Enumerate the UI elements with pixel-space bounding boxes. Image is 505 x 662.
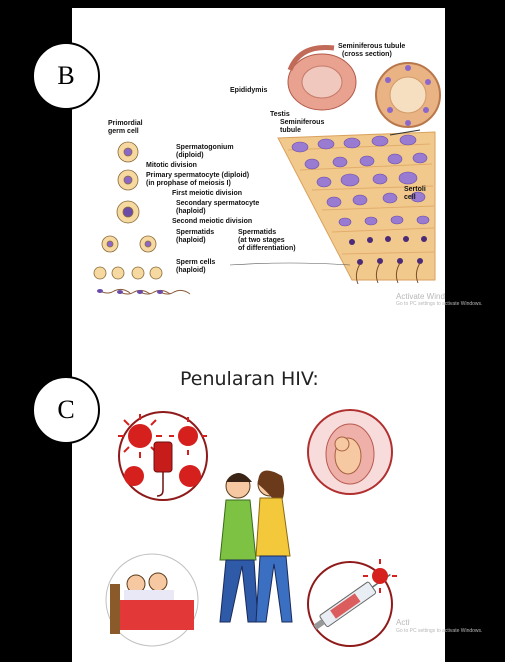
label-spermatids: Spermatids — [176, 229, 214, 237]
label-seminiferous-tubule-2: tubule — [280, 127, 301, 135]
label-sertoli-cell: cell — [404, 194, 416, 202]
hiv-transmission-title: Penularan HIV: — [180, 368, 319, 390]
label-b-text: B — [57, 61, 74, 91]
label-spermatids-stages-2: (at two stages — [238, 237, 285, 245]
primordial-germ-cell — [102, 142, 156, 252]
sperm-cells-row — [100, 289, 190, 294]
couple-illustration — [220, 471, 292, 622]
label-spermatids-stages: Spermatids — [238, 229, 276, 237]
label-first-meiotic-division: First meiotic division — [172, 190, 242, 198]
tubule-wall — [278, 132, 435, 280]
label-sperm-cells: Sperm cells — [176, 259, 215, 267]
label-spermatogonium-diploid: (diploid) — [176, 152, 204, 160]
label-circle-b: B — [32, 42, 100, 110]
label-primordial: Primordial — [108, 120, 143, 128]
label-second-meiotic-division: Second meiotic division — [172, 218, 252, 226]
label-testis: Testis — [270, 111, 290, 119]
spermatid-row — [94, 267, 162, 279]
label-seminiferous-tubule-cross: Seminiferous tubule — [338, 43, 405, 51]
label-spermatids-stages-3: of differentiation) — [238, 245, 296, 253]
label-germ-cell: germ cell — [108, 128, 139, 136]
hiv-illustration — [100, 404, 410, 654]
label-secondary-spermatocyte: Secondary spermatocyte — [176, 200, 259, 208]
label-spermatids-haploid: (haploid) — [176, 237, 206, 245]
right-black-border — [445, 0, 505, 662]
label-epididymis: Epididymis — [230, 87, 267, 95]
label-c-text: C — [57, 395, 74, 425]
activate-windows-subtext-b: Go to PC settings to activate Windows. — [396, 301, 482, 307]
hiv-transmission-figure: Activate Windows — [100, 404, 410, 654]
label-seminiferous-tubule: Seminiferous — [280, 119, 324, 127]
spermatogenesis-figure: Seminiferous tubule (cross section) Epid… — [90, 40, 445, 302]
activate-windows-watermark-b: Activate Windows — [396, 292, 445, 301]
spermatogenesis-illustration — [90, 40, 445, 302]
activate-windows-watermark-c: Activate Windows — [396, 618, 410, 627]
label-cross-section: (cross section) — [342, 51, 392, 59]
label-secondary-spermatocyte-2: (haploid) — [176, 208, 206, 216]
label-mitotic-division: Mitotic division — [146, 162, 197, 170]
label-primary-spermatocyte: Primary spermatocyte (diploid) — [146, 172, 249, 180]
label-primary-spermatocyte-2: (in prophase of meiosis I) — [146, 180, 231, 188]
label-sperm-cells-haploid: (haploid) — [176, 267, 206, 275]
label-circle-c: C — [32, 376, 100, 444]
activate-windows-subtext-c: Go to PC settings to activate Windows. — [396, 628, 482, 634]
label-spermatogonium: Spermatogonium — [176, 144, 234, 152]
label-sertoli: Sertoli — [404, 186, 426, 194]
